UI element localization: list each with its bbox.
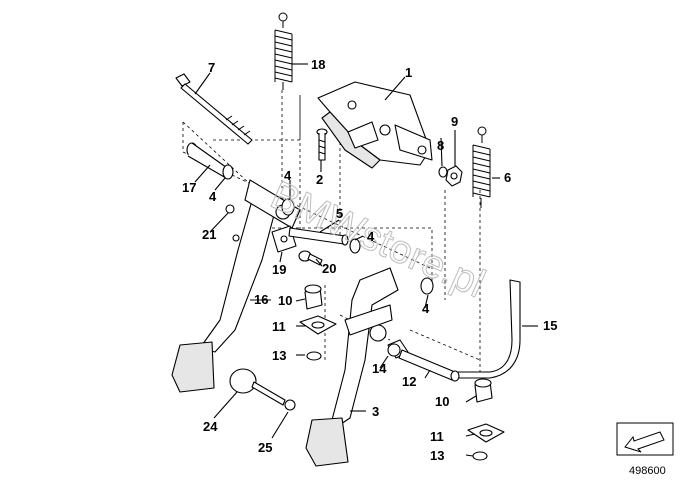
leader-lines <box>194 63 538 457</box>
callout-19: 19 <box>272 262 286 277</box>
callout-labels: 1 2 3 4 4 4 4 5 6 7 8 9 10 10 11 11 12 1… <box>182 57 557 463</box>
callout-4-left: 4 <box>209 189 217 204</box>
brake-pedal-3 <box>305 267 399 467</box>
callout-13-upper: 13 <box>272 348 286 363</box>
reference-box: 498600 <box>616 422 674 477</box>
ring-13-lower <box>472 451 488 461</box>
callout-9: 9 <box>451 114 458 129</box>
pin-12 <box>398 349 460 382</box>
nut-9 <box>445 165 463 187</box>
callout-20: 20 <box>322 261 336 276</box>
callout-6: 6 <box>504 170 511 185</box>
cap-10-lower <box>474 378 493 403</box>
spring-18 <box>274 12 293 90</box>
nut-25 <box>284 399 296 411</box>
reference-id: 498600 <box>629 465 666 477</box>
bushing-4-mid <box>349 238 361 254</box>
spring-6 <box>472 126 491 208</box>
callout-10-lower: 10 <box>435 394 449 409</box>
callout-12: 12 <box>402 374 416 389</box>
callout-24: 24 <box>203 419 218 434</box>
pin-5 <box>288 227 349 246</box>
bolt-20 <box>298 250 323 266</box>
clamp-11-upper <box>299 315 337 335</box>
callout-5: 5 <box>336 206 343 221</box>
callout-25: 25 <box>258 440 272 455</box>
callout-3: 3 <box>372 404 379 419</box>
direction-arrow-icon <box>624 431 665 453</box>
clip-21 <box>225 204 235 214</box>
callout-2: 2 <box>316 172 323 187</box>
callout-13-lower: 13 <box>430 448 444 463</box>
callout-10-upper: 10 <box>278 293 292 308</box>
clamp-11-lower <box>467 423 505 443</box>
callout-8: 8 <box>437 138 444 153</box>
callout-15: 15 <box>543 318 557 333</box>
callout-1: 1 <box>405 65 412 80</box>
callout-21: 21 <box>202 227 216 242</box>
callout-17: 17 <box>182 180 196 195</box>
cap-10-upper <box>304 284 323 310</box>
bushing-4-right <box>420 277 434 295</box>
pedal-bracket-1 <box>317 81 433 169</box>
clutch-pedal-16 <box>171 179 301 393</box>
bushing-17 <box>186 142 231 179</box>
callout-18: 18 <box>311 57 325 72</box>
bolt-7 <box>175 73 253 145</box>
ring-13-upper <box>306 351 322 361</box>
callout-14: 14 <box>372 361 387 376</box>
assembly-guide-lines <box>182 90 481 375</box>
bolt-2 <box>316 128 328 161</box>
callout-4-mid: 4 <box>367 229 375 244</box>
callout-4-right: 4 <box>422 301 430 316</box>
callout-11-lower: 11 <box>430 429 444 444</box>
callout-16: 16 <box>254 292 268 307</box>
stopper-24 <box>229 368 286 406</box>
washer-8 <box>438 166 448 178</box>
callout-7: 7 <box>208 60 215 75</box>
bushing-4-upper <box>281 198 295 216</box>
bushing-4-left <box>222 164 234 180</box>
callout-11-upper: 11 <box>272 319 286 334</box>
callout-4-upper: 4 <box>284 168 292 183</box>
